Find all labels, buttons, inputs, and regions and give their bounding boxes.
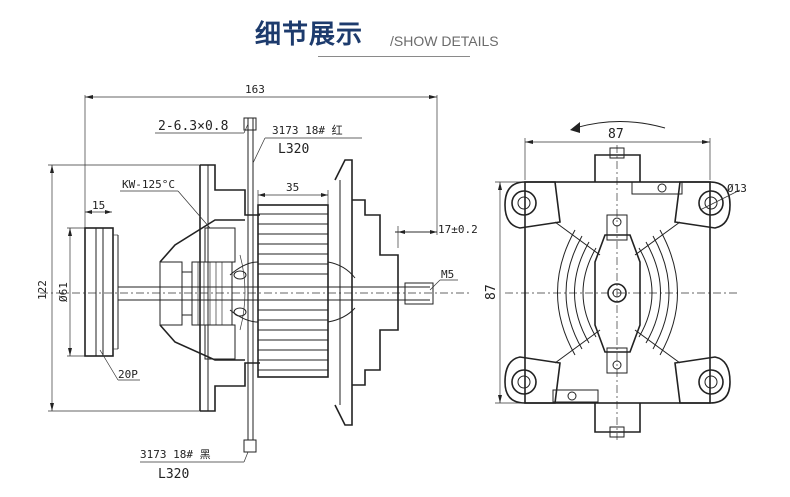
dim-hole-diameter: Ø13 (727, 182, 747, 195)
dim-fan-diameter: Ø61 (57, 282, 70, 302)
label-thread: M5 (441, 268, 454, 281)
dim-coil-width: 35 (286, 181, 299, 194)
label-fan-blades: 20P (118, 368, 138, 381)
label-terminal: 2-6.3×0.8 (158, 119, 228, 134)
header: 细节展示 /SHOW DETAILS (0, 0, 790, 60)
dim-height: 122 (36, 280, 49, 300)
page-title: 细节展示 (255, 20, 364, 50)
label-wire-top: 3173 18# 红 (272, 124, 343, 137)
title-underline (318, 56, 470, 57)
page-subtitle: /SHOW DETAILS (390, 33, 499, 49)
label-wire-bottom: 3173 18# 黑 (140, 448, 211, 461)
label-thermal: KW-125°C (122, 178, 175, 191)
dim-fan-width: 15 (92, 199, 105, 212)
side-view: 163 122 Ø61 15 20P (36, 83, 478, 482)
label-wire-top-length: L320 (278, 142, 309, 157)
dim-shaft-length: 17±0.2 (438, 223, 478, 236)
front-view: 87 87 Ø13 (484, 121, 747, 440)
label-wire-bottom-length: L320 (158, 467, 189, 482)
dim-overall-length: 163 (245, 83, 265, 96)
dim-front-width: 87 (608, 127, 624, 142)
dim-front-height: 87 (484, 284, 499, 300)
